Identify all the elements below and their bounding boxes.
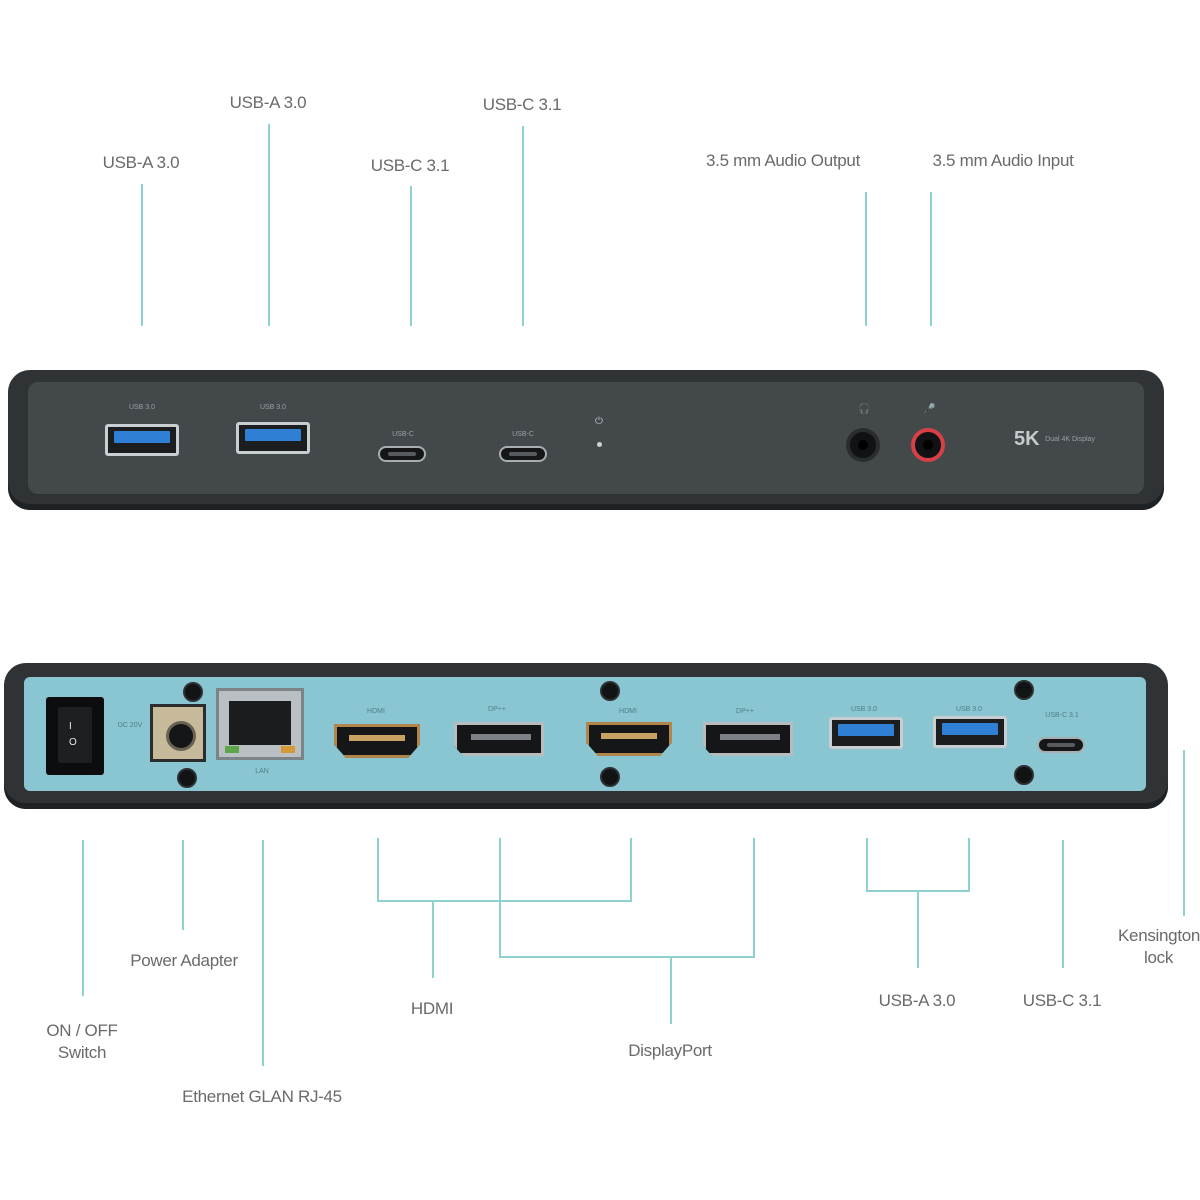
screw (1014, 765, 1034, 785)
headphone-icon: 🎧 (858, 404, 871, 415)
label-rear-usb-c: USB-C 3.1 (1022, 991, 1102, 1010)
rear-usb-c-tag: USB-C 3.1 (1045, 712, 1079, 719)
leader-line (968, 838, 970, 892)
dp-tag: DP++ (488, 706, 506, 713)
label-displayport: DisplayPort (628, 1041, 712, 1060)
leader-line (377, 900, 632, 902)
front-usb-c-tag: USB-C (392, 431, 414, 438)
leader-line (499, 838, 501, 958)
displayport-2[interactable] (703, 722, 793, 756)
front-usb-a-port-2[interactable] (236, 422, 310, 454)
leader-line (670, 956, 672, 1024)
5k-badge: 5K Dual 4K Display (1014, 428, 1095, 450)
leader-line (522, 126, 524, 326)
hdmi-tag: HDMI (619, 708, 637, 715)
leader-line (630, 838, 632, 902)
leader-line (1062, 840, 1064, 968)
audio-input-jack[interactable] (911, 428, 945, 462)
rear-usb-a-tag: USB 3.0 (955, 706, 983, 713)
leader-line (865, 192, 867, 326)
hdmi-tag: HDMI (367, 708, 385, 715)
rear-usb-a-tag: USB 3.0 (850, 706, 878, 713)
dc-tag: DC 20V (117, 722, 143, 729)
leader-line (432, 900, 434, 978)
label-usb-a-right: USB-A 3.0 (229, 93, 307, 112)
power-icon: ⏻ (595, 416, 603, 427)
leader-line (377, 838, 379, 902)
dp-tag: DP++ (736, 708, 754, 715)
leader-line (268, 124, 270, 326)
screw (183, 682, 203, 702)
label-usb-a-left: USB-A 3.0 (102, 153, 180, 172)
status-led (597, 442, 602, 447)
dock-front-panel (8, 370, 1164, 510)
screw (600, 681, 620, 701)
label-usb-c-left: USB-C 3.1 (370, 156, 450, 175)
displayport-1[interactable] (454, 722, 544, 756)
front-usb-c-tag: USB-C (512, 431, 534, 438)
front-usb-a-tag: USB 3.0 (259, 404, 287, 411)
label-audio-output: 3.5 mm Audio Output (706, 151, 860, 170)
label-hdmi: HDMI (410, 999, 454, 1018)
leader-line (410, 186, 412, 326)
label-power-adapter: Power Adapter (130, 951, 238, 970)
microphone-icon: 🎤 (923, 404, 936, 415)
rear-usb-a-port-1[interactable] (829, 717, 903, 749)
leader-line (1183, 750, 1185, 916)
leader-line (499, 956, 755, 958)
screw (177, 768, 197, 788)
screw (1014, 680, 1034, 700)
label-kensington-lock: Kensington lock (1118, 926, 1200, 967)
power-adapter-port[interactable] (150, 704, 206, 762)
leader-line (917, 890, 919, 968)
label-rear-usb-a: USB-A 3.0 (878, 991, 956, 1010)
leader-line (82, 840, 84, 996)
front-usb-c-port-2[interactable] (499, 446, 547, 462)
hdmi-port-1[interactable] (334, 724, 420, 758)
front-usb-a-port-1[interactable] (105, 424, 179, 456)
lan-tag: LAN (255, 768, 269, 775)
leader-line (141, 184, 143, 326)
hdmi-port-2[interactable] (586, 722, 672, 756)
rear-usb-c-port[interactable] (1037, 737, 1085, 753)
front-face (28, 382, 1144, 494)
rear-usb-a-port-2[interactable] (933, 716, 1007, 748)
label-on-off-switch: ON / OFF Switch (46, 1021, 118, 1062)
leader-line (866, 838, 868, 892)
leader-line (930, 192, 932, 326)
leader-line (262, 840, 264, 1066)
screw (600, 767, 620, 787)
on-off-switch[interactable]: I O (46, 697, 104, 775)
label-usb-c-right: USB-C 3.1 (482, 95, 562, 114)
label-audio-input: 3.5 mm Audio Input (932, 151, 1074, 170)
leader-line (182, 840, 184, 930)
audio-output-jack[interactable] (846, 428, 880, 462)
label-ethernet: Ethernet GLAN RJ-45 (182, 1087, 342, 1106)
front-usb-c-port-1[interactable] (378, 446, 426, 462)
leader-line (753, 838, 755, 958)
front-usb-a-tag: USB 3.0 (128, 404, 156, 411)
ethernet-port[interactable] (216, 688, 304, 760)
